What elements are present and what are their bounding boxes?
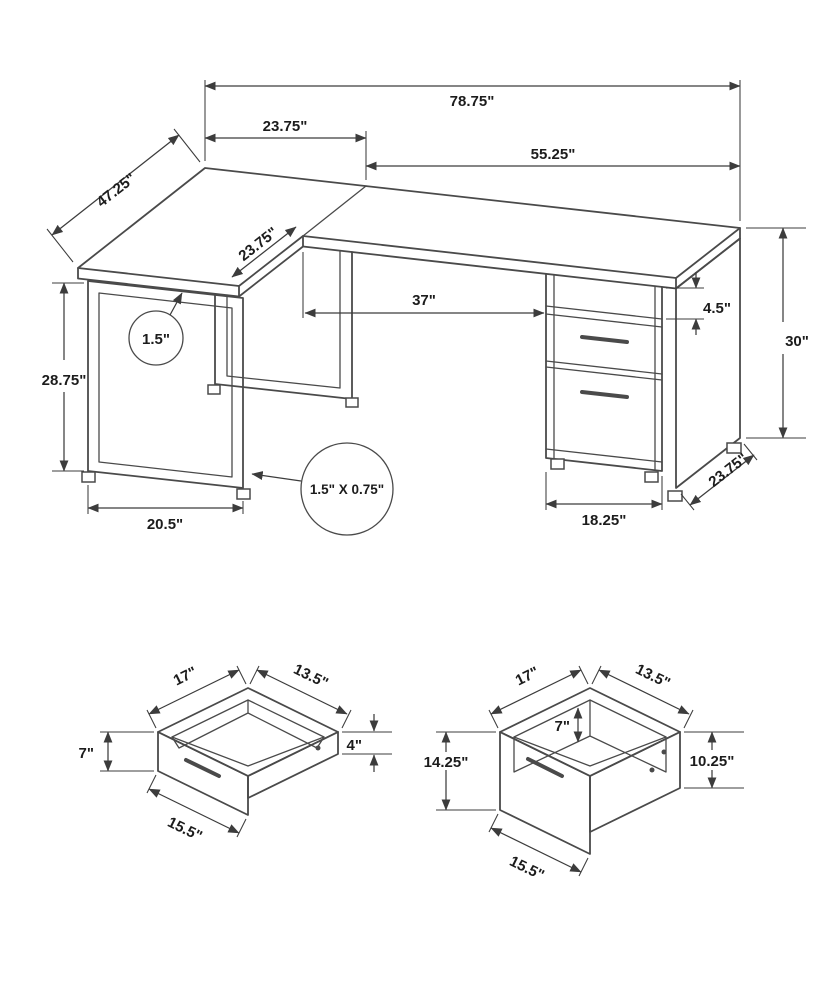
dim-small-drawer-front-height: 7" — [79, 731, 154, 772]
callout-tube-size: 1.5" X 0.75" — [251, 442, 394, 536]
panel-foot — [726, 442, 742, 454]
dim-label-overall-width: 78.75" — [450, 93, 495, 110]
dim-label-leg-height: 28.75" — [42, 372, 87, 389]
dim-overall-width: 78.75" — [204, 80, 741, 221]
dim-label-file-inner-depth: 7" — [555, 718, 570, 735]
drawer-handle — [526, 757, 564, 778]
dim-label-small-side-height: 4" — [347, 737, 362, 754]
leg-foot — [207, 384, 221, 395]
dim-label-file-depth: 13.5" — [633, 661, 673, 692]
dim-label-small-bottom-width: 15.5" — [165, 814, 205, 845]
dim-label-file-front-height: 14.25" — [424, 754, 469, 771]
dim-label-top-thickness: 1.5" — [142, 331, 170, 348]
dim-overall-height: 30" — [746, 227, 809, 439]
dim-leg-height: 28.75" — [42, 282, 87, 472]
cabinet-foot — [644, 471, 659, 483]
dim-label-cabinet-width: 18.25" — [582, 512, 627, 529]
dim-small-drawer-side-height: 4" — [342, 714, 392, 772]
dim-file-drawer-depth: 13.5" — [591, 661, 694, 729]
dim-corner-depth: 23.75" — [231, 224, 297, 278]
dim-label-right-section-width: 55.25" — [531, 146, 576, 163]
leg-foot — [81, 471, 96, 483]
dim-label-left-section-width: 23.75" — [263, 118, 308, 135]
right-side-panel — [667, 237, 742, 502]
dim-label-small-width: 17" — [171, 664, 200, 690]
dim-label-tube-size: 1.5" X 0.75" — [310, 482, 384, 497]
dim-left-section-width: 23.75" — [204, 118, 367, 180]
leg-foot — [345, 397, 359, 408]
dim-leg-span: 20.5" — [87, 485, 244, 533]
dim-label-knee-opening: 37" — [412, 292, 436, 309]
desk-top — [77, 167, 741, 298]
file-drawer-diagram: 17" 13.5" 7" 14.25" 10.25" — [424, 661, 744, 884]
cam-hole — [649, 767, 655, 773]
dim-file-drawer-inner-depth: 7" — [555, 707, 583, 743]
dim-file-drawer-bottom-width: 15.5" — [488, 813, 589, 884]
cam-hole — [661, 749, 667, 755]
dim-small-drawer-bottom-width: 15.5" — [146, 774, 247, 845]
dim-label-file-width: 17" — [513, 664, 542, 690]
dim-label-left-wing-depth: 47.25" — [93, 170, 139, 211]
cam-hole — [315, 745, 321, 751]
dim-label-small-front-height: 7" — [79, 745, 94, 762]
callout-circle — [128, 310, 184, 366]
drawer-cabinet — [545, 273, 663, 483]
left-wing-front-leg — [81, 280, 251, 500]
dim-small-drawer-depth: 13.5" — [249, 661, 352, 729]
dim-shelf-gap: 4.5" — [666, 272, 731, 335]
dim-knee-opening: 37" — [302, 252, 545, 318]
dim-right-section-width: 55.25" — [365, 146, 741, 171]
dim-label-small-depth: 13.5" — [291, 661, 331, 692]
small-drawer-body — [157, 687, 339, 816]
file-drawer-body — [499, 687, 681, 855]
dim-file-drawer-side-height: 10.25" — [684, 731, 744, 789]
small-drawer-front[interactable] — [545, 335, 663, 375]
dim-cabinet-width: 18.25" — [545, 472, 663, 529]
dim-label-file-side-height: 10.25" — [690, 753, 735, 770]
dim-label-shelf-gap: 4.5" — [703, 300, 731, 317]
dim-label-leg-span: 20.5" — [147, 516, 183, 533]
drawer-handle[interactable] — [580, 335, 629, 344]
drawer-handle[interactable] — [580, 390, 629, 399]
dim-label-side-depth: 23.75" — [705, 450, 751, 491]
callout-top-thickness: 1.5" — [128, 292, 184, 366]
file-drawer-front[interactable] — [545, 366, 663, 463]
dim-label-overall-height: 30" — [785, 333, 809, 350]
dim-left-wing-depth: 47.25" — [46, 128, 201, 263]
desk-drawing: 78.75" 23.75" 55.25" 47.25" 23.75" 37" — [42, 80, 809, 536]
dim-file-drawer-front-height: 14.25" — [424, 731, 496, 811]
drawer-handle — [184, 758, 221, 778]
small-drawer-diagram: 17" 13.5" 7" 4" 15.5" — [79, 661, 392, 845]
cabinet-foot — [550, 458, 565, 470]
dim-label-file-bottom-width: 15.5" — [507, 853, 547, 884]
left-wing-rear-leg — [207, 250, 359, 408]
callout-circle — [300, 442, 394, 536]
panel-foot — [667, 490, 683, 502]
leg-foot — [236, 488, 251, 500]
